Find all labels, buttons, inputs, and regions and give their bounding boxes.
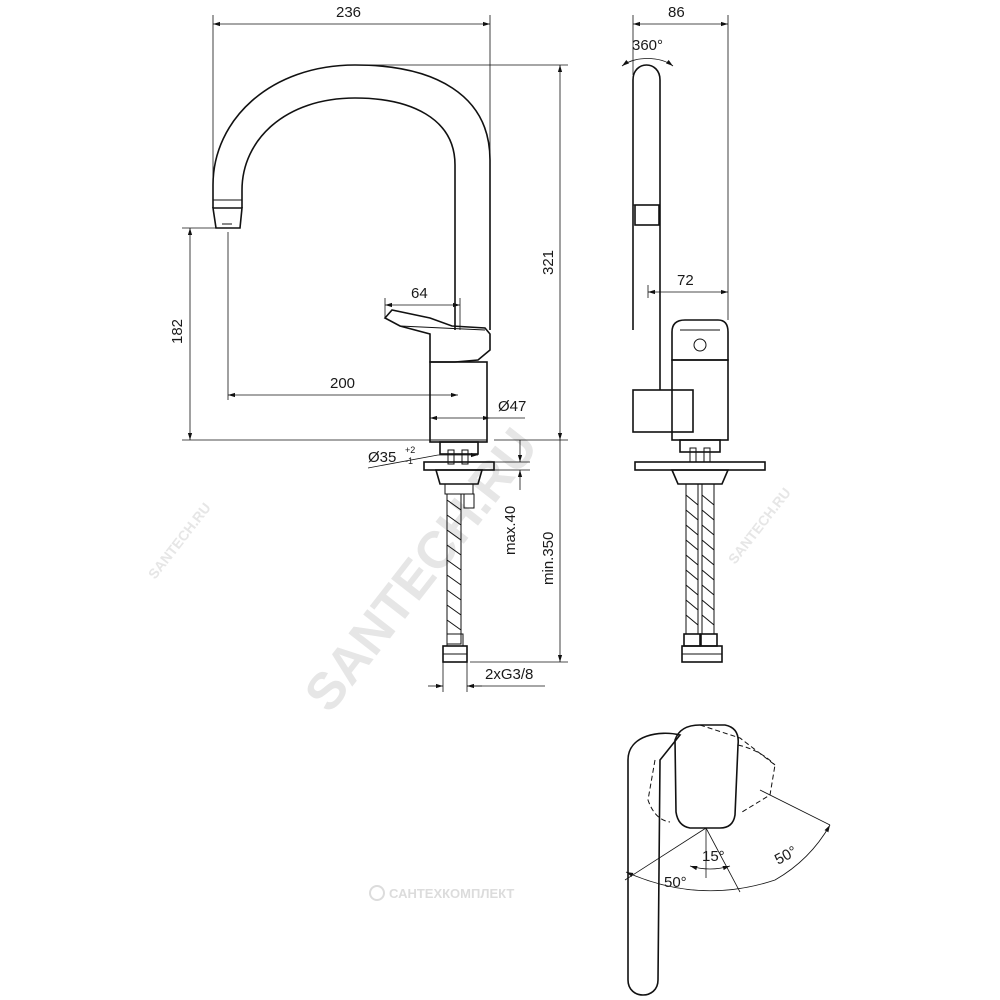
watermark-small-right: SANTECH.RU — [725, 485, 794, 567]
dimension-lines — [182, 15, 729, 692]
dim-spout-height: 182 — [169, 319, 186, 344]
dim-max-thickness: max.40 — [502, 506, 519, 555]
dim-body-diameter: Ø47 — [498, 398, 526, 415]
dim-hole-diameter: Ø35 +2 -1 — [368, 445, 415, 466]
dim-lever-length: 64 — [411, 285, 428, 302]
side-view — [621, 58, 766, 663]
dim-angle-15: 15° — [702, 848, 725, 865]
dim-side-depth: 72 — [677, 272, 694, 289]
dim-angle-50-left: 50° — [664, 874, 687, 891]
dim-height-total: 321 — [540, 250, 557, 275]
front-view — [212, 64, 495, 663]
svg-text:+2: +2 — [405, 445, 415, 455]
svg-text:-1: -1 — [405, 456, 413, 466]
dim-hose-length: min.350 — [540, 532, 557, 585]
dim-spout-reach: 200 — [330, 375, 355, 392]
svg-text:САНТЕХКОМПЛЕКТ: САНТЕХКОМПЛЕКТ — [389, 886, 514, 901]
dim-rotation: 360° — [632, 37, 663, 54]
svg-text:Ø35: Ø35 — [368, 449, 396, 466]
dim-connection: 2xG3/8 — [485, 666, 533, 683]
top-view — [624, 724, 831, 996]
dim-overall-width: 236 — [336, 4, 361, 21]
dim-angle-50-right: 50° — [772, 843, 800, 869]
watermark-small-left: SANTECH.RU — [145, 500, 214, 582]
watermark-company: САНТЕХКОМПЛЕКТ — [369, 885, 514, 901]
dim-side-width: 86 — [668, 4, 685, 21]
